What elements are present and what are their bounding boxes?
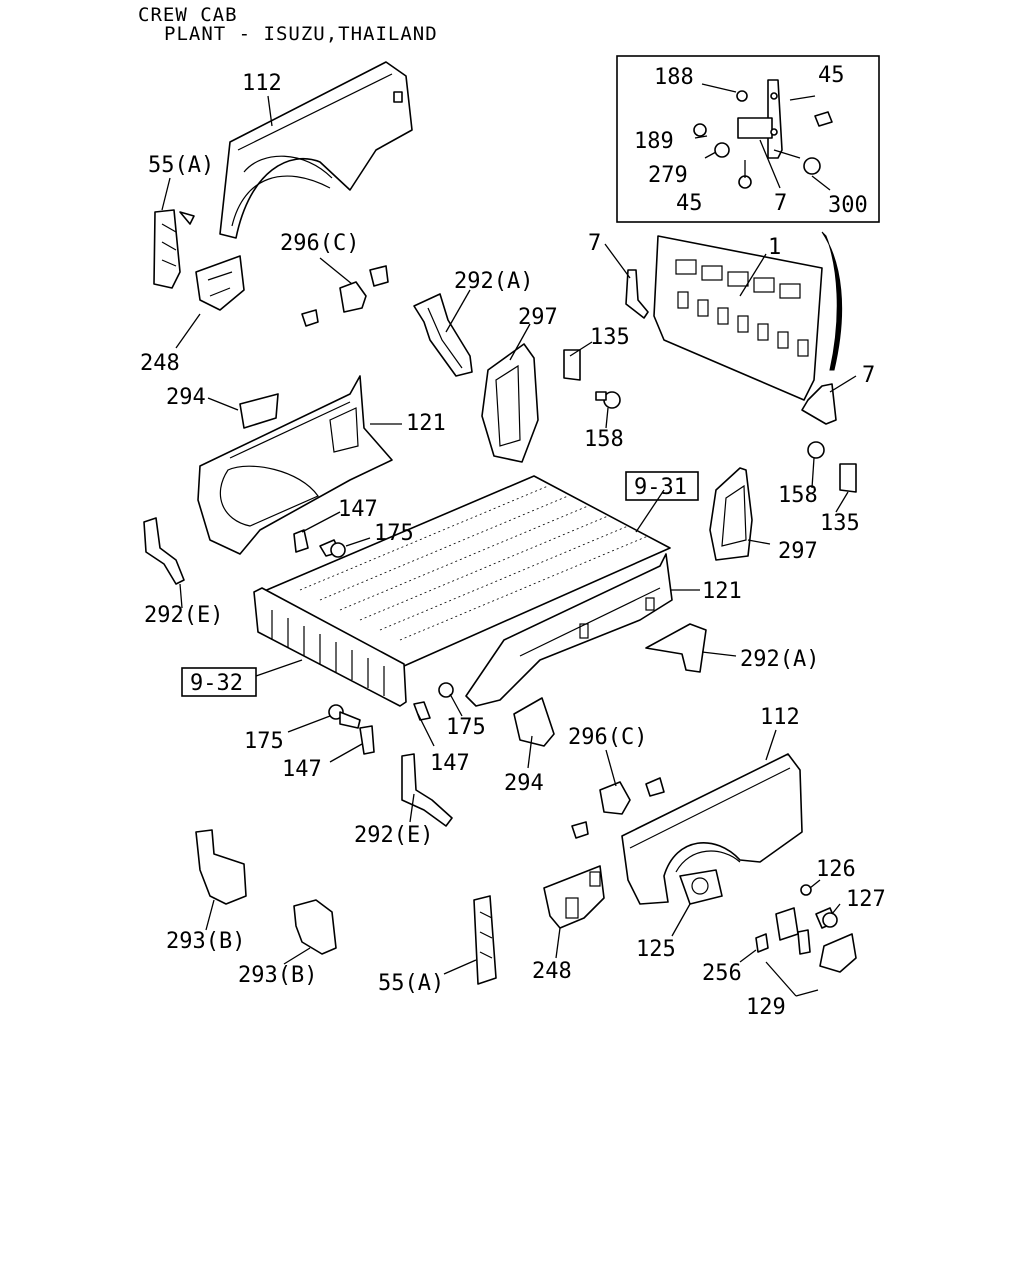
- label-292a-upper: 292(A): [454, 269, 533, 294]
- label-inset-188: 188: [654, 65, 694, 90]
- label-296c-lower: 296(C): [568, 725, 647, 750]
- label-126: 126: [816, 857, 856, 882]
- part-292e-lower: [401, 753, 453, 827]
- part-294-lower: [513, 697, 555, 747]
- label-7-left: 7: [588, 231, 601, 256]
- label-293b-left: 293(B): [166, 929, 245, 954]
- label-inset-300: 300: [828, 193, 868, 218]
- label-296c-upper: 296(C): [280, 231, 359, 256]
- label-112-upper: 112: [242, 71, 282, 96]
- part-248-lower: [543, 865, 605, 929]
- label-127: 127: [846, 887, 886, 912]
- part-121-upper: [197, 375, 393, 555]
- label-121-lower: 121: [702, 579, 742, 604]
- ref-box-9-32: 9-32: [181, 667, 257, 697]
- label-inset-7: 7: [774, 191, 787, 216]
- label-147-lower-center: 147: [430, 751, 470, 776]
- label-293b-center: 293(B): [238, 963, 317, 988]
- label-158-right: 158: [778, 483, 818, 508]
- part-297-upper: [481, 343, 539, 463]
- label-175-upper: 175: [374, 521, 414, 546]
- part-135-158-upper: [563, 349, 621, 409]
- part-fuel-lid-hardware: [755, 884, 857, 973]
- label-147-lower-left: 147: [282, 757, 322, 782]
- label-147-upper: 147: [338, 497, 378, 522]
- label-294-upper: 294: [166, 385, 206, 410]
- label-135-upper: 135: [590, 325, 630, 350]
- part-293b-center: [293, 899, 337, 955]
- label-297-upper: 297: [518, 305, 558, 330]
- part-294-upper: [239, 393, 279, 429]
- label-inset-45-top: 45: [818, 63, 845, 88]
- part-112-upper-fender: [219, 61, 413, 239]
- part-7-right-hinge: [801, 383, 837, 425]
- part-292e-left: [143, 517, 185, 585]
- label-1: 1: [768, 235, 781, 260]
- part-158-135-right: [807, 441, 857, 493]
- part-7-left-hinge: [625, 269, 649, 319]
- ref-9-32-label: 9-32: [190, 671, 243, 696]
- part-112-lower-fender: [621, 753, 803, 905]
- label-297-right: 297: [778, 539, 818, 564]
- label-inset-189: 189: [634, 129, 674, 154]
- part-297-right: [709, 467, 753, 561]
- ref-9-31-label: 9-31: [634, 475, 687, 500]
- label-inset-45-bottom: 45: [676, 191, 703, 216]
- part-55a-lower: [473, 895, 497, 985]
- part-55a-upper: [153, 209, 195, 289]
- label-292e-left: 292(E): [144, 603, 223, 628]
- part-292a-upper: [413, 293, 473, 377]
- label-121-upper: 121: [406, 411, 446, 436]
- label-158-upper: 158: [584, 427, 624, 452]
- support-strut: [821, 231, 843, 371]
- label-256: 256: [702, 961, 742, 986]
- leader-lines: [161, 95, 857, 997]
- label-175-lower-center: 175: [446, 715, 486, 740]
- part-293b-left: [195, 829, 247, 905]
- label-292e-lower: 292(E): [354, 823, 433, 848]
- label-112-lower: 112: [760, 705, 800, 730]
- hinge-detail-inset: [616, 55, 880, 223]
- label-129: 129: [746, 995, 786, 1020]
- header-line-2: PLANT - ISUZU,THAILAND: [164, 23, 438, 45]
- part-147-175-upper: [293, 529, 346, 558]
- part-292a-lower: [645, 623, 707, 673]
- label-55a-lower: 55(A): [378, 971, 444, 996]
- label-248-upper: 248: [140, 351, 180, 376]
- ref-box-9-31: 9-31: [625, 471, 699, 501]
- label-55a-upper: 55(A): [148, 153, 214, 178]
- part-296c-lower: [571, 777, 665, 839]
- label-248-lower: 248: [532, 959, 572, 984]
- label-292a-lower: 292(A): [740, 647, 819, 672]
- part-248-upper: [195, 255, 245, 311]
- part-labels: 112 55(A) 296(C) 248 292(A) 297 7 1 135 …: [140, 63, 886, 1020]
- part-121-lower: [465, 553, 673, 707]
- label-7-right: 7: [862, 363, 875, 388]
- part-175-147-lower: [328, 682, 454, 755]
- header-line-1: CREW CAB: [138, 4, 238, 26]
- part-front-bed-panel: [253, 587, 407, 707]
- label-294-lower: 294: [504, 771, 544, 796]
- label-125: 125: [636, 937, 676, 962]
- part-296c-upper: [301, 257, 389, 327]
- label-inset-279: 279: [648, 163, 688, 188]
- part-1-tailgate: [653, 235, 823, 401]
- label-135-right: 135: [820, 511, 860, 536]
- label-175-lower-left: 175: [244, 729, 284, 754]
